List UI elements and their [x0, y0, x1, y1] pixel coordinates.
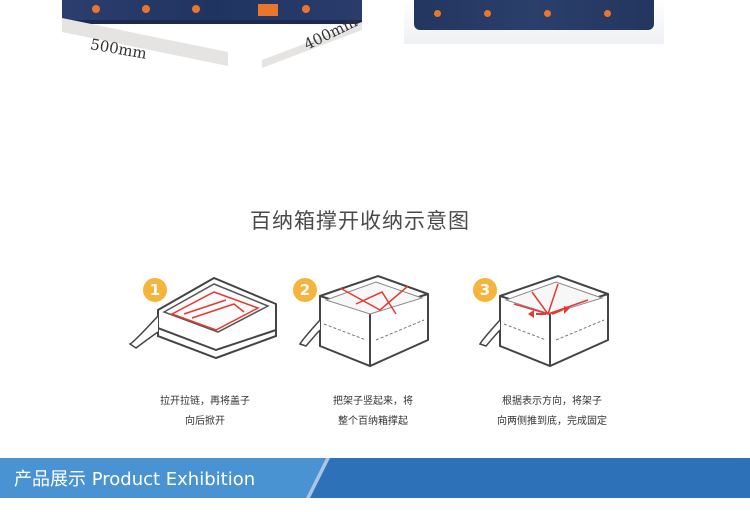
step-2-number: 2 [293, 278, 317, 302]
step-2-caption-line2: 整个百纳箱撑起 [338, 416, 408, 427]
banner-title: 产品展示 Product Exhibition [14, 469, 256, 490]
section-title: 百纳箱撑开收纳示意图 [250, 209, 470, 233]
step-3-number: 3 [473, 278, 497, 302]
step-3-caption-line1: 根据表示方向，将架子 [502, 396, 602, 407]
step-2-caption-line1: 把架子竖起来，将 [333, 396, 413, 407]
step-1-number: 1 [143, 278, 167, 302]
section-banner [0, 458, 750, 498]
step-2-box-illustration [298, 274, 429, 368]
step-1-caption: 拉开拉链，再将盖子 向后掀开 [140, 392, 270, 432]
step-1-box-illustration [128, 276, 277, 360]
dimension-bars [62, 18, 362, 68]
step-3-caption: 根据表示方向，将架子 向两侧推到底，完成固定 [482, 392, 622, 432]
step-1-caption-line1: 拉开拉链，再将盖子 [160, 396, 250, 407]
step-1-caption-line2: 向后掀开 [185, 416, 225, 427]
step-3-box-illustration [478, 274, 609, 368]
product-photo-left [62, 0, 362, 24]
step-2-caption: 把架子竖起来，将 整个百纳箱撑起 [308, 392, 438, 432]
product-photo-right [404, 0, 664, 44]
step-3-caption-line2: 向两侧推到底，完成固定 [497, 416, 607, 427]
